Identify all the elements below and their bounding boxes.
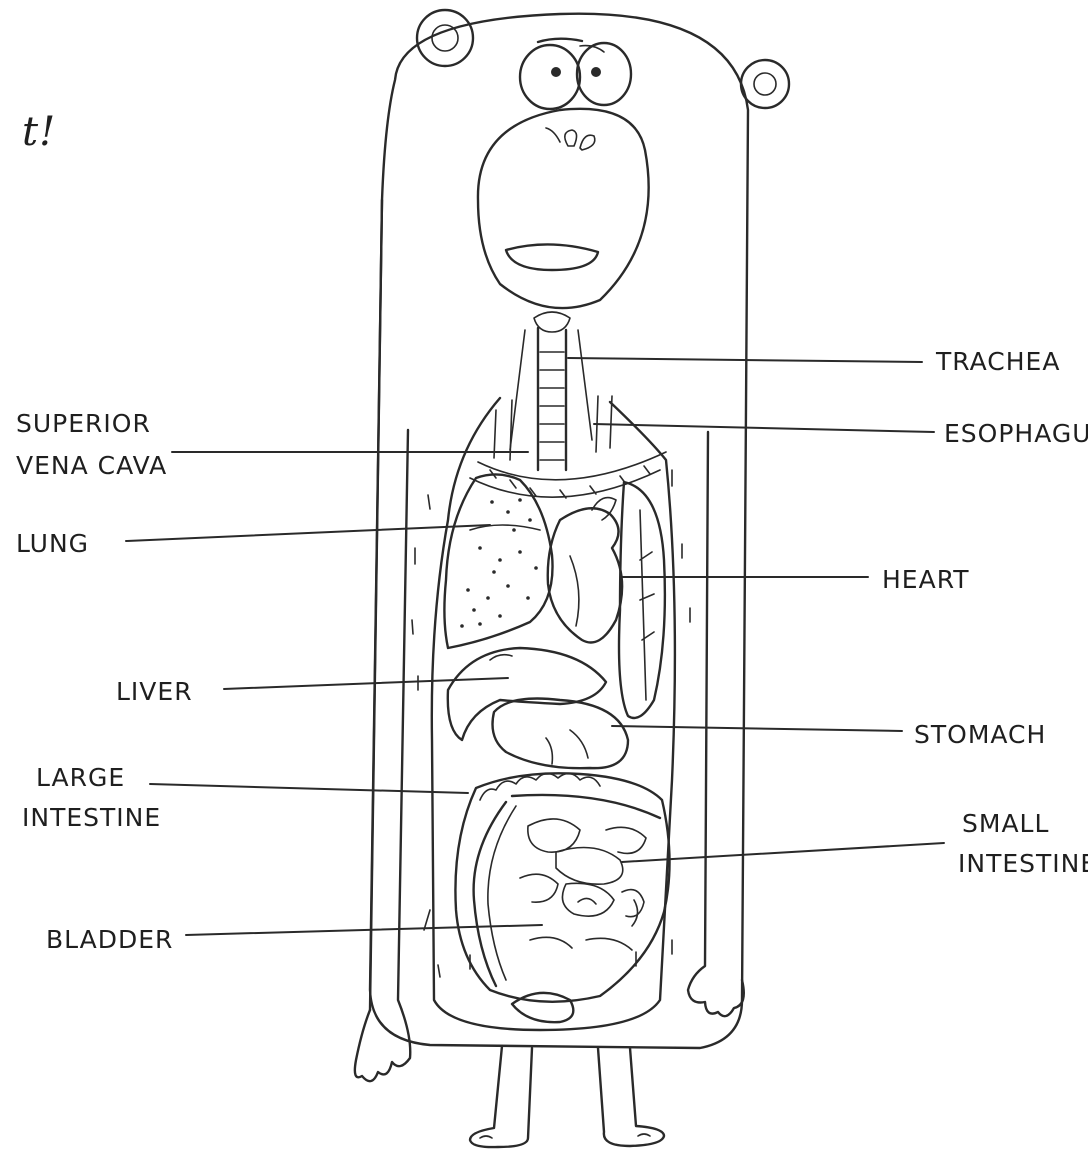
large-intestine-leader bbox=[150, 784, 468, 793]
label-trachea: TRACHEA bbox=[935, 347, 1060, 376]
label-small-intestine: INTESTINE bbox=[958, 849, 1088, 878]
trachea-leader bbox=[568, 358, 922, 362]
liver-leader bbox=[224, 678, 508, 689]
left-arm bbox=[355, 430, 410, 1081]
bladder-leader bbox=[186, 925, 542, 935]
bear-figure bbox=[355, 10, 789, 1147]
leader-lines bbox=[126, 358, 944, 935]
esophagus-leader bbox=[594, 424, 934, 432]
corner-text: t! bbox=[22, 109, 56, 155]
right-arm bbox=[688, 432, 744, 1016]
label-superior: SUPERIOR bbox=[16, 409, 151, 438]
label-liver: LIVER bbox=[116, 677, 193, 706]
lung-organ bbox=[444, 474, 552, 648]
bladder-organ bbox=[512, 993, 573, 1022]
right-ear bbox=[741, 60, 789, 108]
muzzle bbox=[478, 109, 649, 308]
organs bbox=[432, 312, 675, 1030]
label-large: LARGE bbox=[36, 763, 125, 792]
label-stomach: STOMACH bbox=[914, 720, 1046, 749]
mouth bbox=[506, 244, 598, 270]
left-eye bbox=[520, 45, 580, 109]
stomach-leader bbox=[612, 726, 902, 731]
heart-organ bbox=[548, 508, 622, 642]
trachea-organ bbox=[534, 312, 570, 470]
small-intestine-organ bbox=[520, 819, 646, 950]
label-large-intestine: INTESTINE bbox=[22, 803, 161, 832]
stomach-organ bbox=[493, 699, 629, 769]
label-heart: HEART bbox=[882, 565, 970, 594]
left-leg bbox=[470, 1046, 532, 1147]
body-outline bbox=[370, 14, 748, 1048]
left-ear bbox=[417, 10, 473, 66]
label-vena-cava: VENA CAVA bbox=[16, 451, 167, 480]
liver-organ bbox=[448, 648, 606, 740]
label-lung: LUNG bbox=[16, 529, 89, 558]
label-bladder: BLADDER bbox=[46, 925, 173, 954]
lung-leader bbox=[126, 525, 490, 541]
face bbox=[478, 39, 649, 308]
right-leg bbox=[598, 1048, 664, 1146]
label-small: SMALL bbox=[962, 809, 1049, 838]
